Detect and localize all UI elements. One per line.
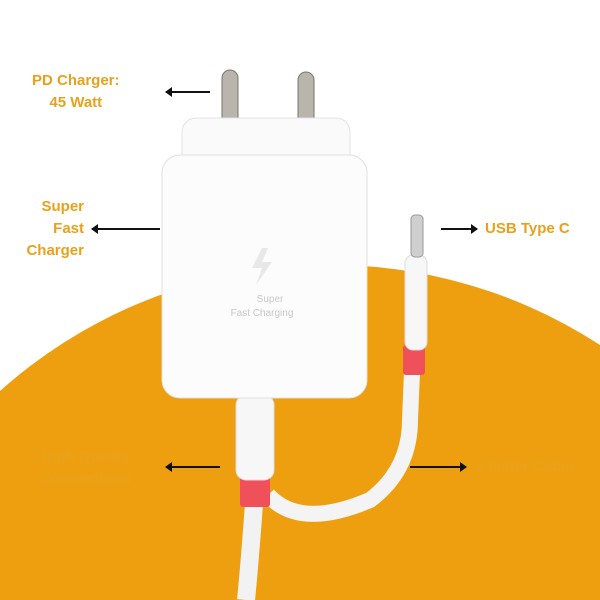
high-quality-label: High Quality Connections	[40, 446, 131, 490]
cable-band-bottom	[240, 475, 270, 507]
charger-print-line1: Super	[257, 294, 284, 305]
usb-type-c-label: USB Type C	[485, 220, 570, 237]
super-fast-label: Super Fast Charger	[10, 196, 84, 262]
arrow-cable	[410, 462, 467, 472]
super-fast-line1: Super	[41, 198, 84, 215]
usb-c-connector	[410, 214, 424, 258]
loop-cable	[262, 299, 423, 522]
arrow-usb-c	[441, 224, 478, 234]
super-fast-line3: Charger	[26, 242, 84, 259]
orange-background-circle	[0, 264, 600, 600]
high-quality-line1: High Quality	[41, 448, 130, 465]
arrow-super-fast	[91, 224, 160, 234]
lightning-icon	[252, 248, 272, 285]
pd-charger-line1: PD Charger:	[32, 72, 120, 89]
cable-length-label: 1 Meter Cable	[476, 458, 574, 475]
arrow-pd-charger	[165, 87, 210, 97]
super-fast-line2: Fast	[53, 220, 84, 237]
pd-charger-label: PD Charger: 45 Watt	[32, 70, 120, 114]
charger-print-line2: Fast Charging	[231, 308, 294, 319]
high-quality-line2: Connections	[40, 470, 131, 487]
charger-connector	[235, 394, 275, 481]
usb-c-plug	[404, 254, 428, 351]
arrow-high-quality	[165, 462, 220, 472]
cable-band-top	[403, 345, 425, 375]
pd-charger-line2: 45 Watt	[49, 94, 103, 111]
charger-body	[161, 154, 368, 399]
